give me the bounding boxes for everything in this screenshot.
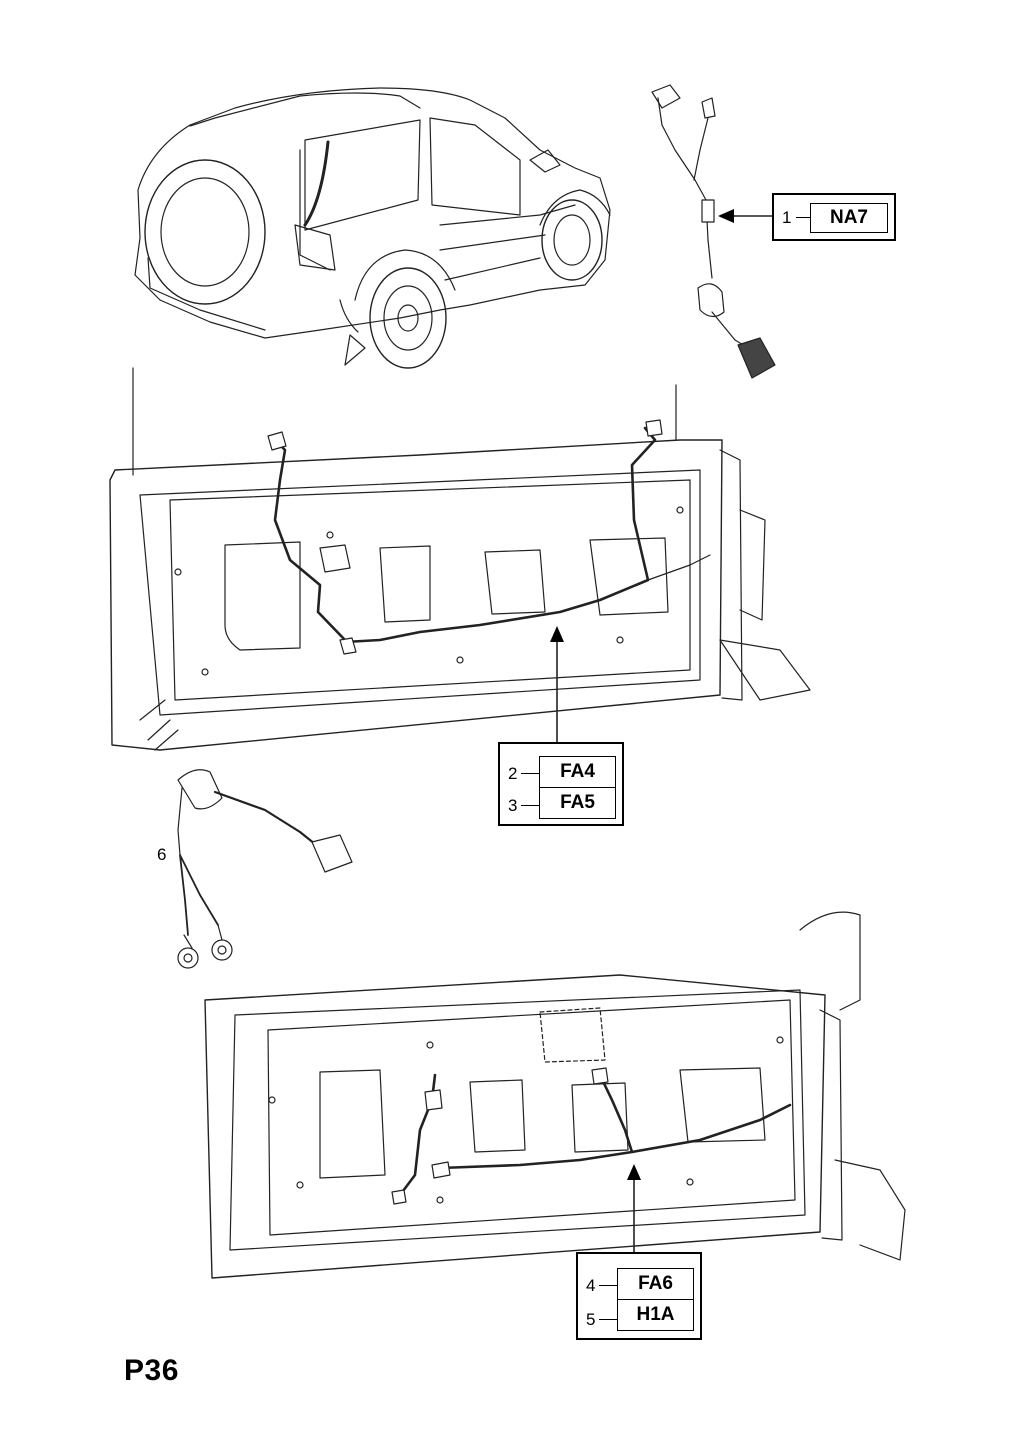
callout-index-dash xyxy=(521,805,539,806)
code-fa4: FA4 xyxy=(539,756,616,788)
callout-index-5: 5 xyxy=(586,1310,596,1329)
harness-part-6 xyxy=(177,769,353,969)
callout-index-dash xyxy=(599,1319,617,1320)
tailgate-lower xyxy=(204,911,906,1279)
arrow-head-fa4-fa5 xyxy=(550,626,564,642)
callout-index-dash xyxy=(521,773,539,774)
code-na7: NA7 xyxy=(810,203,888,233)
callout-index-1: 1 xyxy=(782,208,792,227)
callout-index-2: 2 xyxy=(508,764,518,783)
harness-part-1 xyxy=(651,84,776,379)
tailgate-upper xyxy=(109,367,811,751)
callout-index-4: 4 xyxy=(586,1276,596,1295)
callout-fa4-fa5: 2 FA4 3 FA5 xyxy=(498,742,624,826)
code-h1a: H1A xyxy=(617,1299,694,1331)
part-6-label: 6 xyxy=(157,845,167,864)
code-fa6: FA6 xyxy=(617,1268,694,1300)
callout-index-dash xyxy=(599,1285,617,1286)
arrow-head-fa6-h1a xyxy=(627,1164,641,1180)
callout-fa6-h1a: 4 FA6 5 H1A xyxy=(576,1252,702,1340)
callout-index-3: 3 xyxy=(508,796,518,815)
callout-na7: 1 NA7 xyxy=(772,193,896,241)
page-id: P36 xyxy=(124,1354,179,1387)
arrow-head-na7 xyxy=(718,209,734,223)
vehicle-illustration xyxy=(134,87,611,369)
callout-index-dash xyxy=(796,217,810,218)
code-fa5: FA5 xyxy=(539,787,616,819)
